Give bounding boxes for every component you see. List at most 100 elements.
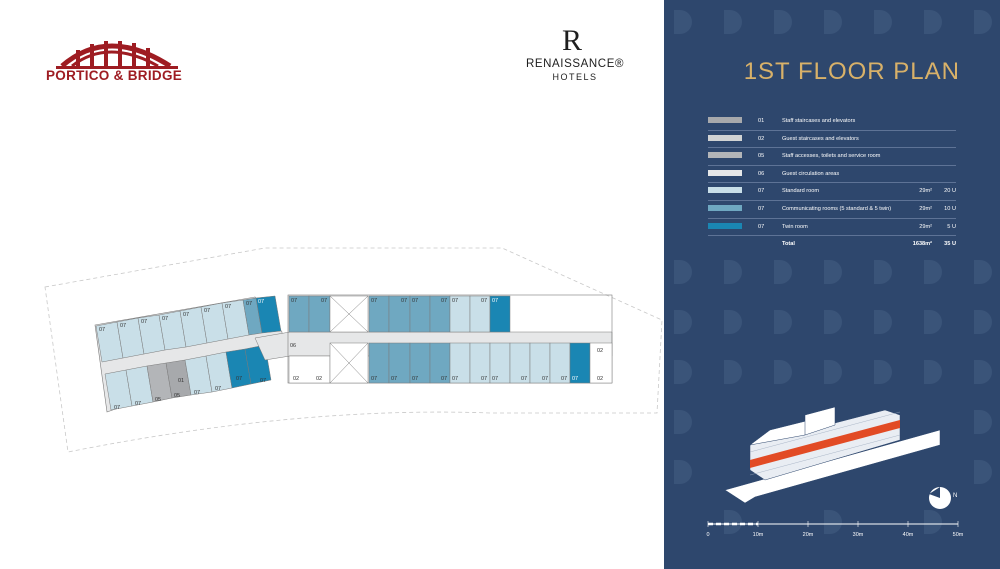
svg-text:07: 07 bbox=[371, 376, 377, 382]
legend-code: 07 bbox=[758, 188, 765, 195]
svg-text:07: 07 bbox=[215, 386, 221, 392]
scale-tick: 40m bbox=[903, 532, 914, 538]
legend-area: 29m² bbox=[919, 188, 932, 195]
svg-text:07: 07 bbox=[542, 376, 548, 382]
svg-text:07: 07 bbox=[412, 298, 418, 304]
svg-text:07: 07 bbox=[481, 376, 487, 382]
legend-code: 02 bbox=[758, 135, 765, 142]
legend-row: 06 Guest circulation areas bbox=[708, 166, 956, 184]
svg-text:07: 07 bbox=[120, 323, 126, 329]
legend-label: Staff staircases and elevators bbox=[782, 118, 856, 124]
svg-text:05: 05 bbox=[155, 397, 161, 403]
legend-code: 06 bbox=[758, 170, 765, 177]
svg-text:05: 05 bbox=[174, 393, 180, 399]
legend-row: 01 Staff staircases and elevators bbox=[708, 113, 956, 131]
svg-text:07: 07 bbox=[492, 298, 498, 304]
svg-text:07: 07 bbox=[99, 327, 105, 333]
scale-tick: 50m bbox=[953, 532, 964, 538]
page-title: 1ST FLOOR PLAN bbox=[743, 58, 960, 85]
legend-row: 07 Communicating rooms (5 standard & 5 t… bbox=[708, 201, 956, 219]
svg-text:07: 07 bbox=[452, 298, 458, 304]
portico-bridge-wordmark: PORTICO & BRIDGE bbox=[46, 68, 183, 83]
renaissance-hotels-label: HOTELS bbox=[552, 72, 598, 82]
legend-row: 05 Staff accesses, toilets and service r… bbox=[708, 148, 956, 166]
legend-code: 07 bbox=[758, 205, 765, 212]
svg-text:07: 07 bbox=[572, 376, 578, 382]
legend-area: 29m² bbox=[919, 223, 932, 230]
renaissance-wordmark: RENAISSANCE® bbox=[525, 58, 625, 70]
legend-label: Guest circulation areas bbox=[782, 170, 840, 177]
legend-swatch bbox=[708, 152, 742, 159]
svg-text:07: 07 bbox=[260, 378, 266, 384]
highlighted-floor bbox=[750, 420, 900, 468]
svg-text:07: 07 bbox=[391, 376, 397, 382]
legend-total-row: Total 1638m² 35 U bbox=[708, 236, 956, 253]
legend-swatch bbox=[708, 187, 742, 194]
svg-text:07: 07 bbox=[194, 390, 200, 396]
renaissance-logo-mark: R bbox=[561, 24, 582, 57]
svg-text:07: 07 bbox=[561, 376, 567, 382]
legend-units: 10 U bbox=[944, 205, 956, 212]
site-boundary bbox=[44, 247, 663, 453]
svg-text:07: 07 bbox=[225, 304, 231, 310]
svg-text:07: 07 bbox=[521, 376, 527, 382]
svg-text:07: 07 bbox=[258, 299, 264, 305]
svg-text:01: 01 bbox=[178, 378, 184, 384]
svg-text:07: 07 bbox=[492, 376, 498, 382]
svg-text:07: 07 bbox=[183, 312, 189, 318]
svg-text:07: 07 bbox=[481, 298, 487, 304]
svg-text:07: 07 bbox=[441, 298, 447, 304]
svg-text:07: 07 bbox=[441, 376, 447, 382]
legend-label: Standard room bbox=[782, 188, 820, 195]
legend-label: Twin room bbox=[782, 223, 808, 230]
legend-swatch bbox=[708, 134, 742, 141]
legend-row: 02 Guest staircases and elevators bbox=[708, 131, 956, 149]
legend-label: Communicating rooms (5 standard & 5 twin… bbox=[782, 205, 892, 212]
scale-tick: 30m bbox=[853, 532, 864, 538]
legend-area: 29m² bbox=[919, 205, 932, 212]
legend-swatch bbox=[708, 117, 742, 123]
background-pattern bbox=[674, 10, 992, 534]
svg-text:02: 02 bbox=[316, 376, 322, 382]
legend-code: 05 bbox=[758, 153, 765, 160]
svg-text:07: 07 bbox=[321, 298, 327, 304]
svg-text:07: 07 bbox=[401, 298, 407, 304]
svg-text:02: 02 bbox=[597, 348, 603, 354]
scale-tick: 0 bbox=[706, 532, 709, 538]
svg-text:07: 07 bbox=[135, 401, 141, 407]
legend-units: 20 U bbox=[944, 188, 956, 195]
legend-total-label: Total bbox=[782, 241, 795, 248]
svg-text:07: 07 bbox=[236, 376, 242, 382]
scale-tick: 20m bbox=[803, 532, 814, 538]
legend-row: 07 Twin room 29m² 5 U bbox=[708, 219, 956, 237]
scale-bar: 0 10m 20m 30m 40m 50m bbox=[706, 521, 964, 538]
legend-total-area: 1638m² bbox=[912, 241, 932, 248]
svg-text:07: 07 bbox=[452, 376, 458, 382]
legend-swatch bbox=[708, 169, 742, 176]
svg-text:02: 02 bbox=[597, 376, 603, 382]
floor-plan-area: PORTICO & BRIDGE R RENAISSANCE® HOTELS bbox=[44, 24, 663, 453]
svg-text:07: 07 bbox=[141, 319, 147, 325]
legend-swatch bbox=[708, 204, 742, 211]
legend-table: 01 Staff staircases and elevators 02 Gue… bbox=[708, 113, 956, 253]
svg-text:07: 07 bbox=[291, 298, 297, 304]
svg-text:07: 07 bbox=[371, 298, 377, 304]
scale-tick: 10m bbox=[753, 532, 764, 538]
floor-plan-drawing: 07 07 07 07 07 07 07 07 07 07 07 05 05 01 07 07 07 0… bbox=[44, 247, 663, 453]
isometric-building-icon bbox=[724, 406, 941, 504]
legend-code: 07 bbox=[758, 223, 765, 230]
legend-label: Staff accesses, toilets and service room bbox=[782, 153, 881, 160]
legend-units: 5 U bbox=[947, 223, 956, 230]
svg-text:02: 02 bbox=[293, 376, 299, 382]
svg-text:07: 07 bbox=[204, 308, 210, 314]
compass-label: N bbox=[953, 493, 957, 499]
svg-text:07: 07 bbox=[162, 316, 168, 322]
legend-code: 01 bbox=[758, 118, 765, 124]
svg-text:07: 07 bbox=[114, 405, 120, 411]
portico-bridge-logo-icon bbox=[56, 41, 178, 69]
north-compass-icon: N bbox=[929, 487, 957, 509]
legend-total-units: 35 U bbox=[944, 241, 956, 248]
corridor-label: 06 bbox=[290, 343, 296, 349]
legend-row: 07 Standard room 29m² 20 U bbox=[708, 183, 956, 201]
